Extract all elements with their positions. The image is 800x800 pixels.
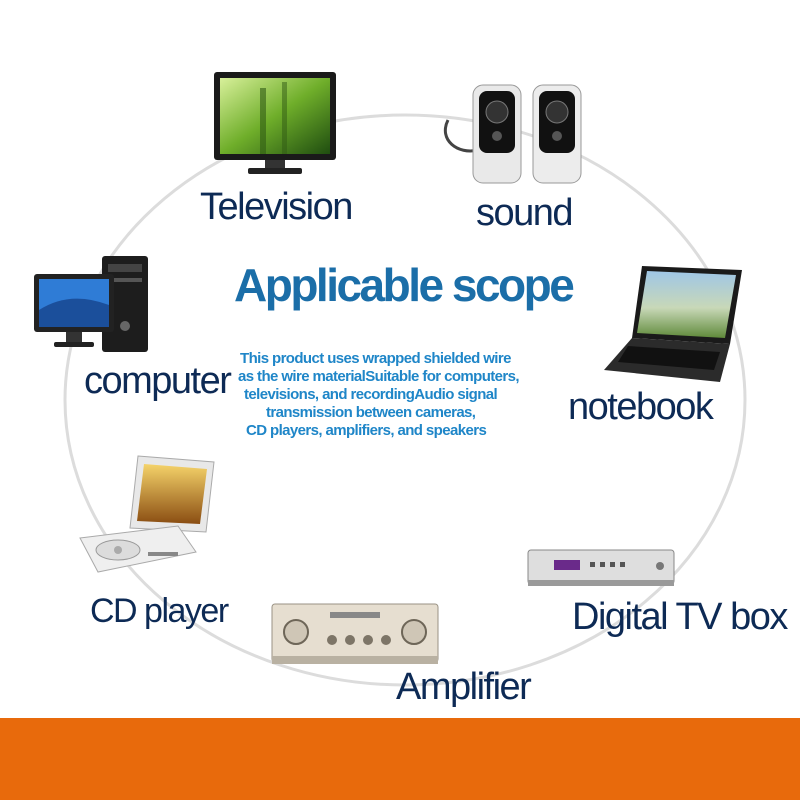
bottom-bar [0,718,800,800]
amplifier-label: Amplifier [396,666,532,708]
notebook-label: notebook [568,386,714,428]
cd-player-label: CD player [90,592,229,630]
speakers-image [443,84,582,184]
computer-label: computer [84,360,232,402]
notebook-image [604,266,742,382]
description-line: CD players, amplifiers, and speakers [246,422,487,439]
amplifier-image [271,603,439,664]
television-image [214,72,336,174]
cd-player-image [79,455,215,573]
television-label: Television [200,186,353,228]
page-title: Applicable scope [234,259,575,311]
computer-image [34,256,148,352]
description-line: transmission between cameras, [266,404,476,421]
description-line: as the wire materialSuitable for compute… [238,368,520,385]
digital-tv-box-label: Digital TV box [572,596,788,638]
description-line: televisions, and recordingAudio signal [244,386,498,403]
product-description: This product uses wrapped shielded wire … [238,350,568,440]
digital-tv-box-image [527,549,675,586]
description-line: This product uses wrapped shielded wire [240,350,511,367]
sound-label: sound [476,192,574,234]
